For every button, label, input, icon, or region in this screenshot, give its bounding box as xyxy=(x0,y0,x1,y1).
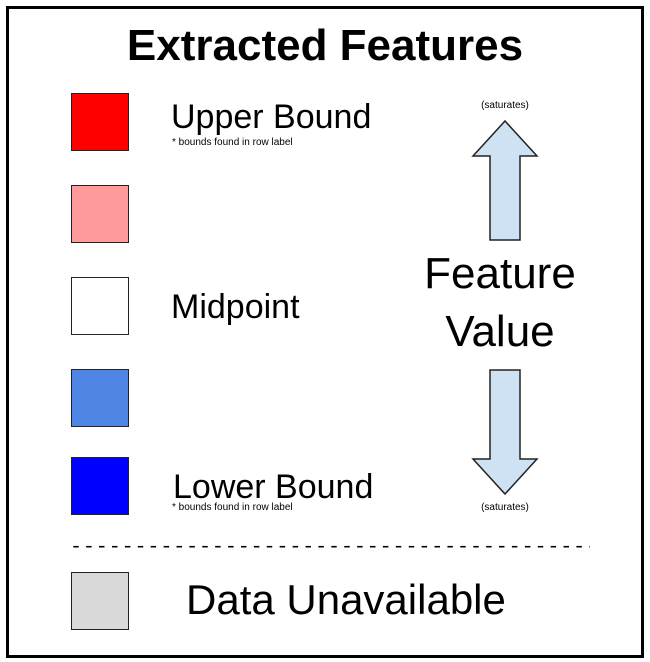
lower-bound-note: * bounds found in row label xyxy=(172,502,293,513)
arrow-down-shape xyxy=(471,369,539,496)
swatch-midpoint xyxy=(71,277,129,335)
saturates-top-label: (saturates) xyxy=(481,100,529,111)
divider-line: ----------------------------------------… xyxy=(70,538,590,558)
swatch-data-unavailable xyxy=(71,572,129,630)
saturates-bottom-label: (saturates) xyxy=(481,502,529,513)
data-unavailable-label: Data Unavailable xyxy=(186,576,506,623)
legend-title: Extracted Features xyxy=(126,21,524,70)
midpoint-label: Midpoint xyxy=(171,288,300,326)
arrow-down-icon xyxy=(471,369,539,496)
swatch-lower-bound xyxy=(71,457,129,515)
lower-bound-label: Lower Bound xyxy=(173,468,374,506)
swatch-light-blue xyxy=(71,369,129,427)
arrow-up-shape xyxy=(471,119,539,241)
swatch-light-red xyxy=(71,185,129,243)
upper-bound-label: Upper Bound xyxy=(171,98,372,136)
swatch-upper-bound xyxy=(71,93,129,151)
arrow-up-icon xyxy=(471,119,539,241)
feature-value-line1: Feature xyxy=(424,249,576,298)
upper-bound-note: * bounds found in row label xyxy=(172,137,293,148)
feature-value-line2: Value xyxy=(445,307,555,356)
